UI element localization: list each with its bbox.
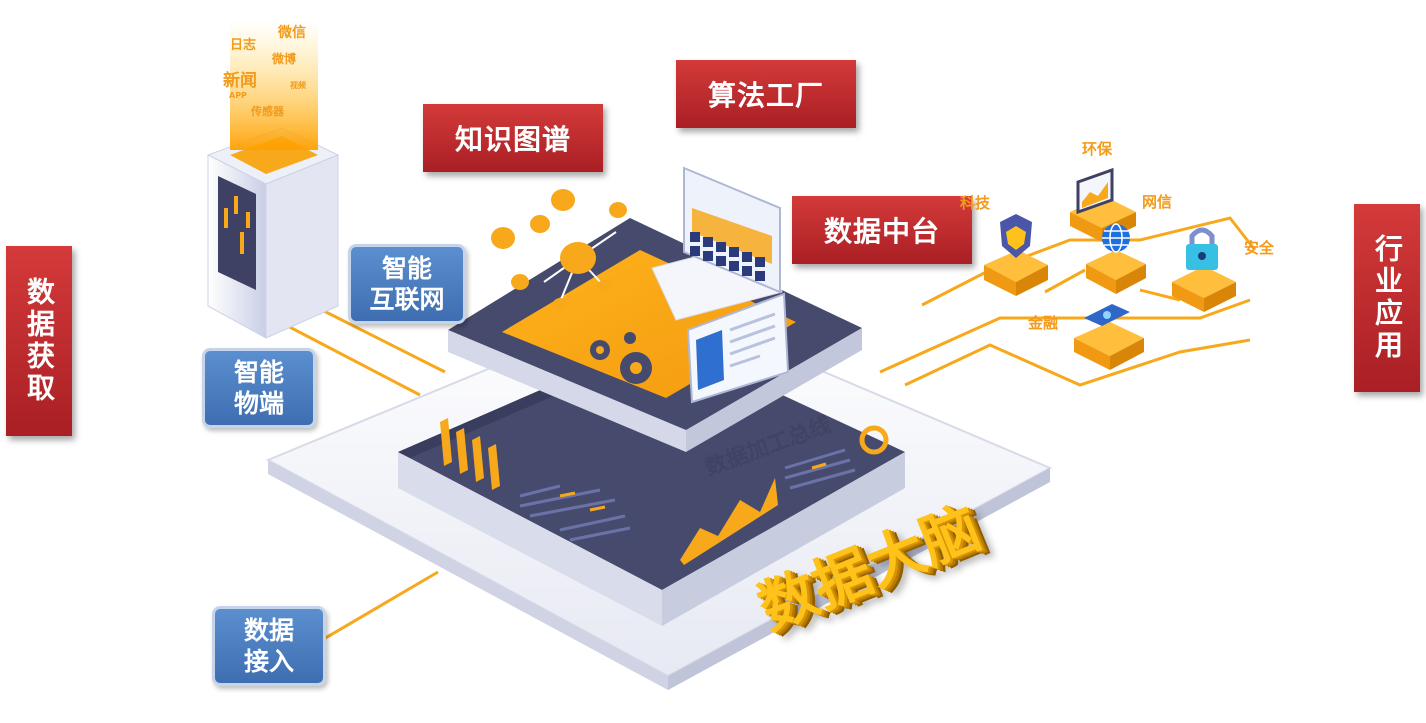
smart-internet-box: 智能 互联网	[348, 244, 466, 324]
industry-security: 安全	[1244, 239, 1275, 257]
smart-internet-label: 智能 互联网	[369, 254, 445, 314]
data-access-label: 数据 接入	[243, 616, 294, 676]
area-chart-icon	[680, 478, 778, 565]
knowledge-graph-nodes	[491, 189, 627, 310]
algorithm-factory-box: 算法工厂	[676, 60, 856, 128]
industry-finance: 金融	[1028, 314, 1059, 332]
industry-tech: 科技	[960, 194, 991, 212]
source-app: APP	[229, 91, 247, 100]
section-data-acquisition: 数据获取	[6, 246, 72, 436]
server-tower	[206, 20, 340, 339]
industry-environment: 环保	[1082, 140, 1113, 158]
industry-blocks	[984, 167, 1236, 370]
data-middle-platform-box: 数据中台	[792, 196, 972, 264]
source-wechat: 微信	[278, 25, 306, 41]
bar-chart-icon	[440, 418, 500, 490]
data-stripes	[519, 448, 856, 542]
source-video: 视频	[290, 81, 306, 90]
connection-lines	[279, 216, 1257, 642]
section-data-acquisition-label: 数据获取	[23, 277, 56, 405]
algorithm-factory-label: 算法工厂	[707, 79, 824, 112]
data-access-box: 数据 接入	[212, 606, 326, 686]
section-industry-application-label: 行业应用	[1371, 234, 1404, 362]
source-log: 日志	[230, 38, 257, 53]
smart-terminal-box: 智能 物端	[202, 348, 316, 428]
source-weibo: 微博	[272, 52, 297, 66]
knowledge-graph-box: 知识图谱	[423, 104, 603, 172]
section-industry-application: 行业应用	[1354, 204, 1420, 392]
source-news: 新闻	[223, 71, 257, 91]
data-middle-platform-label: 数据中台	[823, 215, 940, 248]
industry-telecom: 网信	[1142, 193, 1173, 211]
knowledge-graph-label: 知识图谱	[454, 123, 571, 156]
source-sensor: 传感器	[251, 105, 284, 118]
donut-icon	[859, 425, 889, 455]
smart-terminal-label: 智能 物端	[233, 358, 284, 418]
